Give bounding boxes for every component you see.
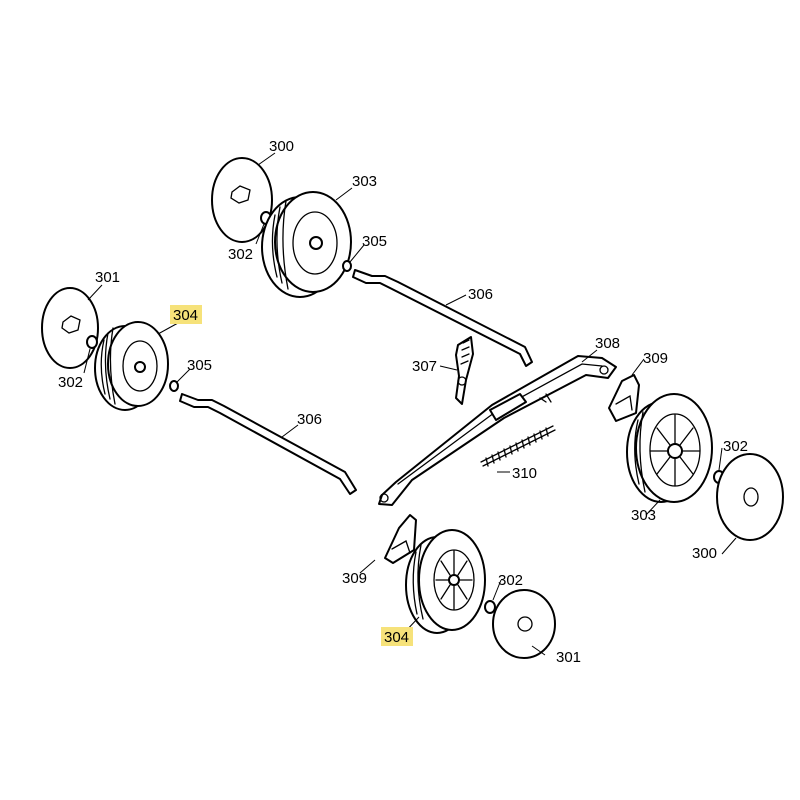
axle-306-top [352,269,533,367]
highlight-304-left [170,305,202,324]
callout-304-bottom: 304 [384,629,409,646]
callout-309-right: 309 [643,350,668,367]
wheel-303-top [261,191,352,298]
callout-300-right: 300 [692,545,717,562]
callout-310: 310 [512,465,537,482]
callout-306-left: 306 [297,411,322,428]
callout-306-top: 306 [468,286,493,303]
washer-302-left [86,335,98,349]
callout-309-bottom: 309 [342,570,367,587]
hubcap-300-top [211,157,273,243]
wheel-303-right [626,393,713,503]
callout-307: 307 [412,358,437,375]
callout-303-right: 303 [631,507,656,524]
hubcap-301-left [41,287,99,369]
callout-308: 308 [595,335,620,352]
callout-302-left: 302 [58,374,83,391]
callout-301-bottom: 301 [556,649,581,666]
callout-303-top: 303 [352,173,377,190]
spring-310 [480,425,556,467]
highlight-304-bottom [381,627,413,646]
height-lever-307 [455,336,474,405]
wheel-304-left [94,321,169,411]
leader-lines [83,152,737,656]
axle-306-left [179,393,357,495]
bracket-309-right [608,374,640,422]
hubcap-301-bottom [492,589,556,659]
bracket-309-bottom [384,514,417,564]
washer-305-top [342,260,352,272]
hubcap-300-right [716,453,784,541]
callout-305-top: 305 [362,233,387,250]
callout-301-left: 301 [95,269,120,286]
callout-302-bottom: 302 [498,572,523,589]
callout-300-top: 300 [269,138,294,155]
callout-305-left: 305 [187,357,212,374]
frame-308 [378,355,617,506]
callout-302-right: 302 [723,438,748,455]
wheel-304-bottom [405,529,486,634]
callout-302-top: 302 [228,246,253,263]
washer-302-bottom [484,600,496,614]
callout-304-left: 304 [173,307,198,324]
washer-305-left [169,380,179,392]
